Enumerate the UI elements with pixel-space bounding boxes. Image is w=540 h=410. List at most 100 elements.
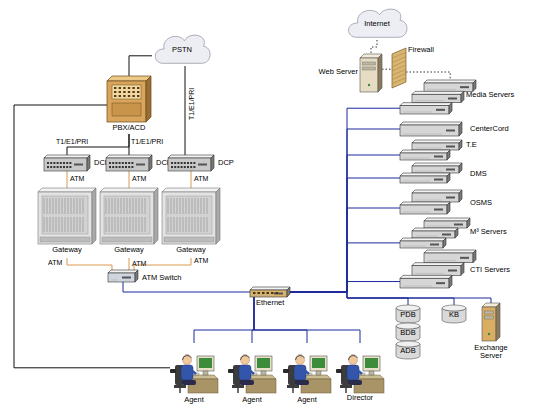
card-slot	[192, 198, 193, 214]
agent-node: Agent	[228, 343, 276, 405]
icon-group	[400, 80, 476, 114]
port	[109, 166, 111, 168]
icon-group	[170, 355, 218, 393]
pbx-key	[123, 95, 125, 97]
port	[115, 166, 117, 168]
card-slot	[171, 217, 172, 232]
card-slot	[183, 198, 184, 214]
unit-top	[412, 228, 458, 231]
card-slot	[139, 217, 140, 232]
card-slot	[65, 217, 66, 232]
unit-trim	[403, 286, 432, 287]
tower-node: Exchange Server	[482, 303, 500, 341]
agent-arm	[356, 369, 362, 374]
link-label: T1/E1/PRI	[56, 138, 100, 146]
icon-group	[44, 155, 90, 171]
unit-trim	[47, 169, 70, 170]
card-slot	[115, 198, 116, 214]
network-link	[290, 155, 400, 292]
network-link	[129, 258, 130, 270]
unit-drive	[198, 164, 207, 166]
icon-group	[336, 355, 384, 393]
network-link	[129, 134, 130, 155]
unit-side	[449, 275, 452, 288]
port	[66, 162, 68, 164]
rack-side	[92, 188, 96, 244]
unit-top	[400, 173, 450, 176]
rack-icon	[162, 188, 220, 244]
network-link	[194, 297, 254, 343]
drive-bay	[485, 311, 494, 314]
unit-side	[211, 155, 214, 171]
pbx-key	[119, 95, 121, 97]
icon-group	[392, 48, 406, 88]
link-label: ATM	[194, 175, 238, 183]
port	[47, 162, 49, 164]
drive-bay	[363, 67, 376, 70]
network-link	[254, 297, 307, 343]
card-slot	[59, 217, 60, 232]
chair-post	[292, 388, 294, 393]
unit-trim	[403, 212, 430, 213]
unit-top	[424, 250, 476, 253]
pbx-key	[123, 87, 125, 89]
unit-trim	[415, 273, 444, 274]
desk-phone	[283, 369, 289, 373]
icon-group	[107, 76, 151, 122]
desk-phone	[228, 369, 234, 373]
unit-drive	[430, 244, 439, 246]
port	[50, 166, 52, 168]
unit-side	[455, 228, 458, 238]
card-slot	[130, 198, 131, 214]
headset	[183, 356, 192, 360]
node-label: Ethernet	[256, 299, 296, 307]
node-label: T.E	[466, 141, 506, 149]
headset	[296, 356, 305, 360]
monitor	[310, 356, 327, 371]
port	[119, 166, 121, 168]
node-label: Agent	[222, 396, 282, 404]
port	[177, 166, 179, 168]
unit-drive	[136, 164, 145, 166]
card-slot	[112, 217, 113, 232]
card-slot	[201, 217, 202, 232]
unit-top	[412, 263, 464, 266]
unit-top	[168, 155, 214, 158]
port	[271, 292, 274, 294]
card-slot	[109, 217, 110, 232]
dcp-node: DCP	[44, 155, 90, 171]
agent-icon	[228, 343, 276, 393]
network-link	[371, 40, 377, 54]
rack-base	[40, 237, 90, 242]
port	[115, 162, 117, 164]
card-slot	[71, 198, 72, 214]
stack-icon	[400, 122, 462, 136]
card-slot	[168, 217, 169, 232]
switch-icon	[108, 270, 138, 282]
port	[184, 166, 186, 168]
card-slot	[145, 198, 146, 214]
card-slot	[142, 198, 143, 214]
card-slot	[177, 198, 178, 214]
unit-top	[400, 275, 452, 278]
rack-base	[102, 237, 152, 242]
tower-node: Web Server	[360, 54, 382, 92]
card-slot	[121, 198, 122, 214]
stack-node: CTI Servers	[400, 250, 476, 288]
network-link	[191, 171, 192, 188]
card-slot	[168, 198, 169, 214]
icon-group	[400, 218, 470, 248]
node-label: OSMS	[470, 199, 510, 207]
unit-side	[287, 287, 290, 297]
stack-node: T.E	[400, 140, 462, 160]
rack-front	[100, 192, 154, 244]
port	[128, 162, 130, 164]
unit-side	[459, 163, 462, 173]
icon-group	[400, 163, 462, 183]
monitor	[197, 356, 214, 371]
port	[63, 166, 65, 168]
card-slot	[145, 217, 146, 232]
card-slot	[183, 217, 184, 232]
port	[69, 166, 71, 168]
unit-trim	[403, 181, 430, 182]
